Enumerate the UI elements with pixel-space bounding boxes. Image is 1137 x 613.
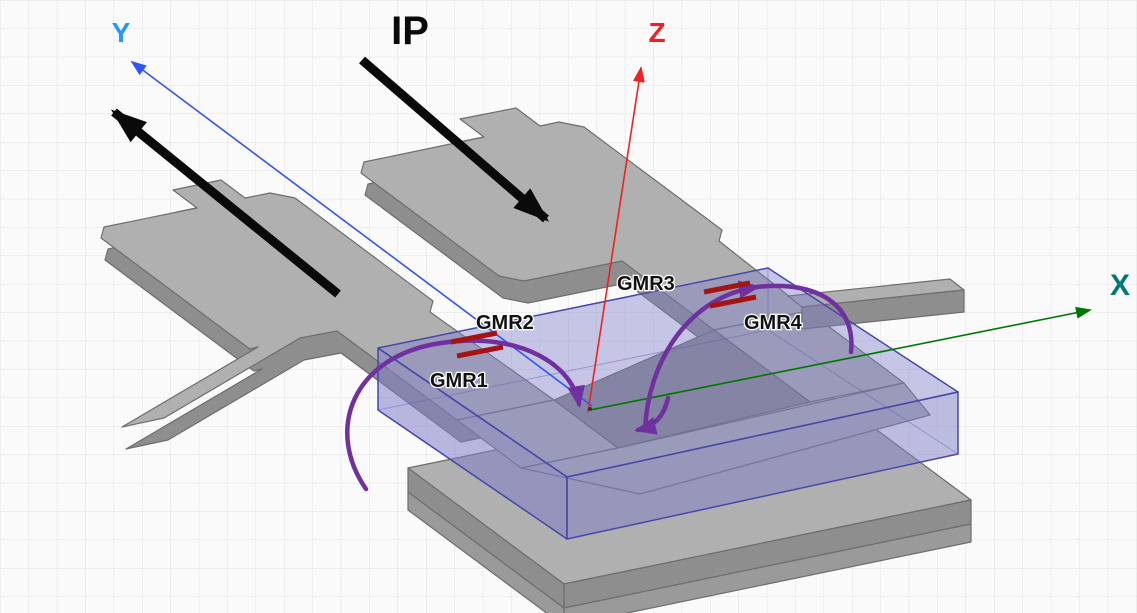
sensor-pcb[interactable] [377, 267, 959, 540]
gmr3-label: GMR3 [617, 273, 675, 295]
gmr1-mark[interactable] [456, 344, 504, 359]
field-loop-center [634, 395, 671, 435]
pcb-top-face[interactable] [377, 267, 959, 478]
gmr-pair-right[interactable] [703, 280, 757, 309]
field-loop-left [345, 338, 585, 492]
gmr4-mark[interactable] [709, 294, 757, 309]
current-in-arrow [359, 56, 550, 223]
gmr2-mark[interactable] [450, 330, 498, 345]
gmr3-mark[interactable] [703, 280, 751, 295]
current-out-arrow [110, 108, 341, 298]
hairpin-slot[interactable] [552, 329, 812, 449]
field-loop-right-rise [642, 280, 761, 433]
y-axis-label: Y [112, 17, 131, 48]
gmr1-label: GMR1 [430, 370, 488, 392]
bottom-plate-layer2-left-face[interactable] [407, 491, 565, 613]
z-axis-label: Z [648, 17, 665, 48]
gmr-sensors[interactable]: GMR1 GMR2 GMR3 GMR4 [429, 272, 804, 394]
field-loop-arrows [345, 280, 854, 492]
axes-origin [588, 407, 592, 411]
field-loop-right-fall [754, 283, 854, 355]
bottom-plate-layer2-right-face[interactable] [563, 523, 972, 613]
gmr-pair-left[interactable] [450, 330, 504, 359]
current-annotation: IP [110, 9, 550, 298]
x-axis-line [589, 306, 1092, 411]
current-label: IP [391, 9, 429, 53]
gmr2-label: GMR2 [476, 312, 534, 334]
right-bar-front-face[interactable] [801, 289, 965, 330]
x-axis-label: X [1110, 269, 1130, 302]
y-axis-line [130, 60, 593, 407]
coordinate-axes: Y Z X [112, 17, 1130, 413]
gmr4-label: GMR4 [744, 312, 803, 334]
z-axis-line [587, 66, 645, 413]
